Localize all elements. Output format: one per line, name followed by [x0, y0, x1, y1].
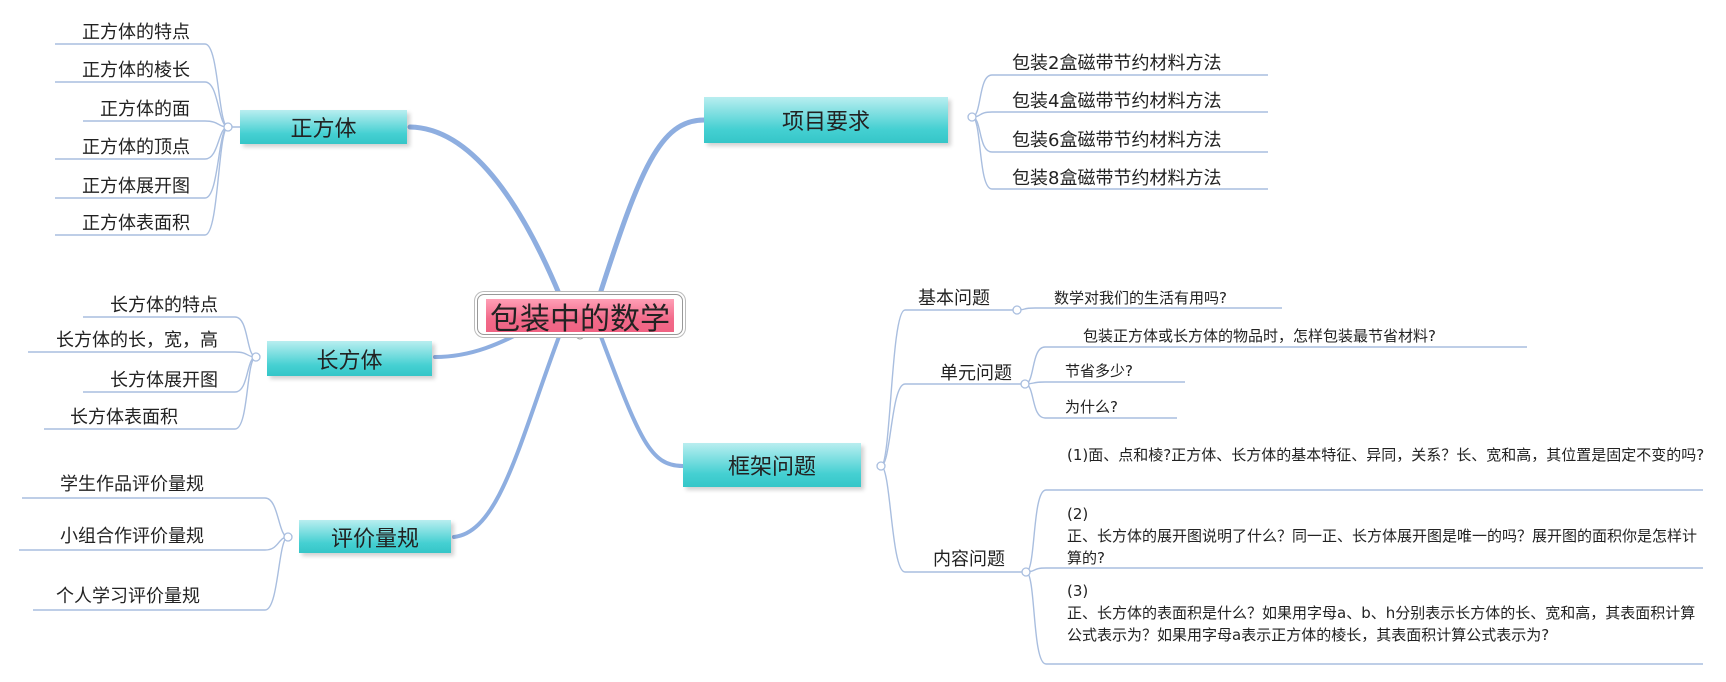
topic-cube-label: 正方体 [290, 117, 357, 142]
cube-leaf[interactable]: 正方体表面积 [82, 213, 190, 234]
content-question-item[interactable]: (3) 正、长方体的表面积是什么？如果用字母a、b、h分别表示长方体的长、宽和高… [1067, 582, 1696, 644]
cuboid-collapse-anchor[interactable] [251, 352, 261, 362]
project-leaf[interactable]: 包装4盒磁带节约材料方法 [1012, 91, 1222, 112]
cube-leaf[interactable]: 正方体的棱长 [82, 60, 190, 81]
central-topic[interactable]: 包装中的数学 [477, 294, 683, 337]
cuboid-leaf-connector [28, 351, 257, 358]
basic-collapse-anchor[interactable] [1012, 305, 1022, 315]
cube-leaf-connector [55, 43, 229, 128]
content-question-item[interactable]: (2) 正、长方体的展开图说明了什么？同一正、长方体展开图是唯一的吗？展开图的面… [1067, 505, 1698, 567]
branch-rubric [452, 332, 562, 539]
cube-leaf[interactable]: 正方体的顶点 [82, 137, 190, 158]
branch-project [597, 117, 707, 297]
project-collapse-anchor[interactable] [967, 112, 977, 122]
branch-cube [407, 124, 563, 299]
rubric-leaf[interactable]: 学生作品评价量规 [60, 474, 204, 495]
topic-cube[interactable]: 正方体 [240, 110, 407, 144]
project-leaf[interactable]: 包装8盒磁带节约材料方法 [1012, 168, 1222, 189]
subtopic-unit-question[interactable]: 单元问题 [940, 363, 1012, 384]
framework-sub-connector [880, 309, 1017, 467]
subtopic-basic-question[interactable]: 基本问题 [918, 288, 990, 309]
cuboid-leaf[interactable]: 长方体展开图 [110, 370, 218, 391]
content-item-connector [1025, 571, 1703, 665]
unit-question-item[interactable]: 包装正方体或长方体的物品时，怎样包装最节省材料? [1083, 327, 1436, 345]
topic-project-label: 项目要求 [781, 110, 870, 135]
topic-cuboid[interactable]: 长方体 [267, 341, 432, 376]
project-leaf[interactable]: 包装2盒磁带节约材料方法 [1012, 53, 1222, 74]
topic-rubric-label: 评价量规 [330, 526, 419, 552]
project-leaf[interactable]: 包装6盒磁带节约材料方法 [1012, 130, 1222, 151]
unit-question-item[interactable]: 为什么? [1065, 398, 1118, 416]
unit-question-item[interactable]: 节省多少? [1065, 362, 1133, 380]
cube-leaf[interactable]: 正方体展开图 [82, 176, 190, 197]
content-question-item[interactable]: (1)面、点和棱?正方体、长方体的基本特征、异同，关系？长、宽和高，其位置是固定… [1067, 446, 1705, 464]
central-topic-label: 包装中的数学 [486, 299, 674, 337]
cube-leaf-connector [83, 120, 229, 128]
cuboid-leaf[interactable]: 长方体表面积 [70, 407, 178, 428]
cube-leaf[interactable]: 正方体的特点 [82, 22, 190, 43]
rubric-collapse-anchor[interactable] [283, 532, 293, 542]
rubric-leaf[interactable]: 个人学习评价量规 [56, 586, 200, 607]
cuboid-leaf[interactable]: 长方体的长，宽，高 [56, 330, 218, 351]
topic-framework[interactable]: 框架问题 [683, 443, 861, 487]
topic-rubric[interactable]: 评价量规 [299, 520, 451, 553]
content-collapse-anchor[interactable] [1021, 567, 1031, 577]
topic-cuboid-label: 长方体 [316, 348, 383, 374]
framework-collapse-anchor[interactable] [876, 461, 886, 471]
cuboid-leaf[interactable]: 长方体的特点 [110, 295, 218, 316]
unit-item-connector [1024, 381, 1185, 385]
cube-leaf-connector [55, 126, 229, 236]
subtopic-content-question[interactable]: 内容问题 [933, 549, 1005, 570]
rubric-leaf[interactable]: 小组合作评价量规 [60, 526, 204, 547]
topic-framework-label: 框架问题 [727, 455, 816, 480]
framework-sub-connector [880, 465, 1025, 573]
branch-framework [598, 332, 685, 468]
cube-leaf[interactable]: 正方体的面 [100, 99, 190, 120]
cube-collapse-anchor[interactable] [223, 122, 233, 132]
content-item-connector [1025, 489, 1703, 573]
framework-sub-connector [880, 383, 1025, 467]
topic-project[interactable]: 项目要求 [704, 97, 948, 143]
basic-item-connector [1016, 307, 1282, 311]
basic-question-item[interactable]: 数学对我们的生活有用吗? [1054, 289, 1227, 307]
unit-collapse-anchor[interactable] [1020, 379, 1030, 389]
